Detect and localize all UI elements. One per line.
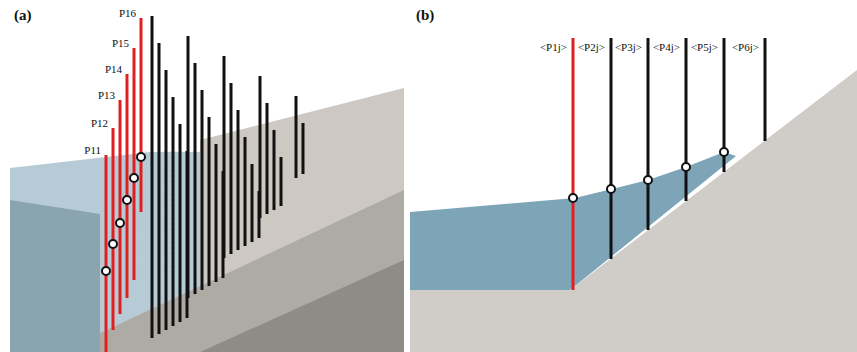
probe-label: P11 <box>84 145 101 156</box>
probe-lines <box>152 16 303 338</box>
panel-label: (a) <box>14 8 32 23</box>
probe-label: <P3j> <box>615 42 642 53</box>
probe-label: <P5j> <box>691 42 718 53</box>
probe-label: P16 <box>119 8 136 19</box>
probe-label: P13 <box>98 90 115 101</box>
probe-label: P15 <box>112 38 129 49</box>
probe-label: P12 <box>91 118 108 129</box>
probe-lines <box>611 38 765 259</box>
slope-ground <box>410 70 857 352</box>
probe-label: <P4j> <box>653 42 680 53</box>
probe-label: <P1j> <box>540 42 567 53</box>
probe-label: P14 <box>105 64 122 75</box>
probe-points <box>102 153 145 275</box>
panel-label: (b) <box>416 8 434 23</box>
probe-points <box>569 148 728 202</box>
probe-label: <P6j> <box>732 42 759 53</box>
slope-base <box>200 260 404 352</box>
water-front <box>10 200 100 352</box>
probe-label: <P2j> <box>578 42 605 53</box>
probe-line-red <box>572 38 575 290</box>
